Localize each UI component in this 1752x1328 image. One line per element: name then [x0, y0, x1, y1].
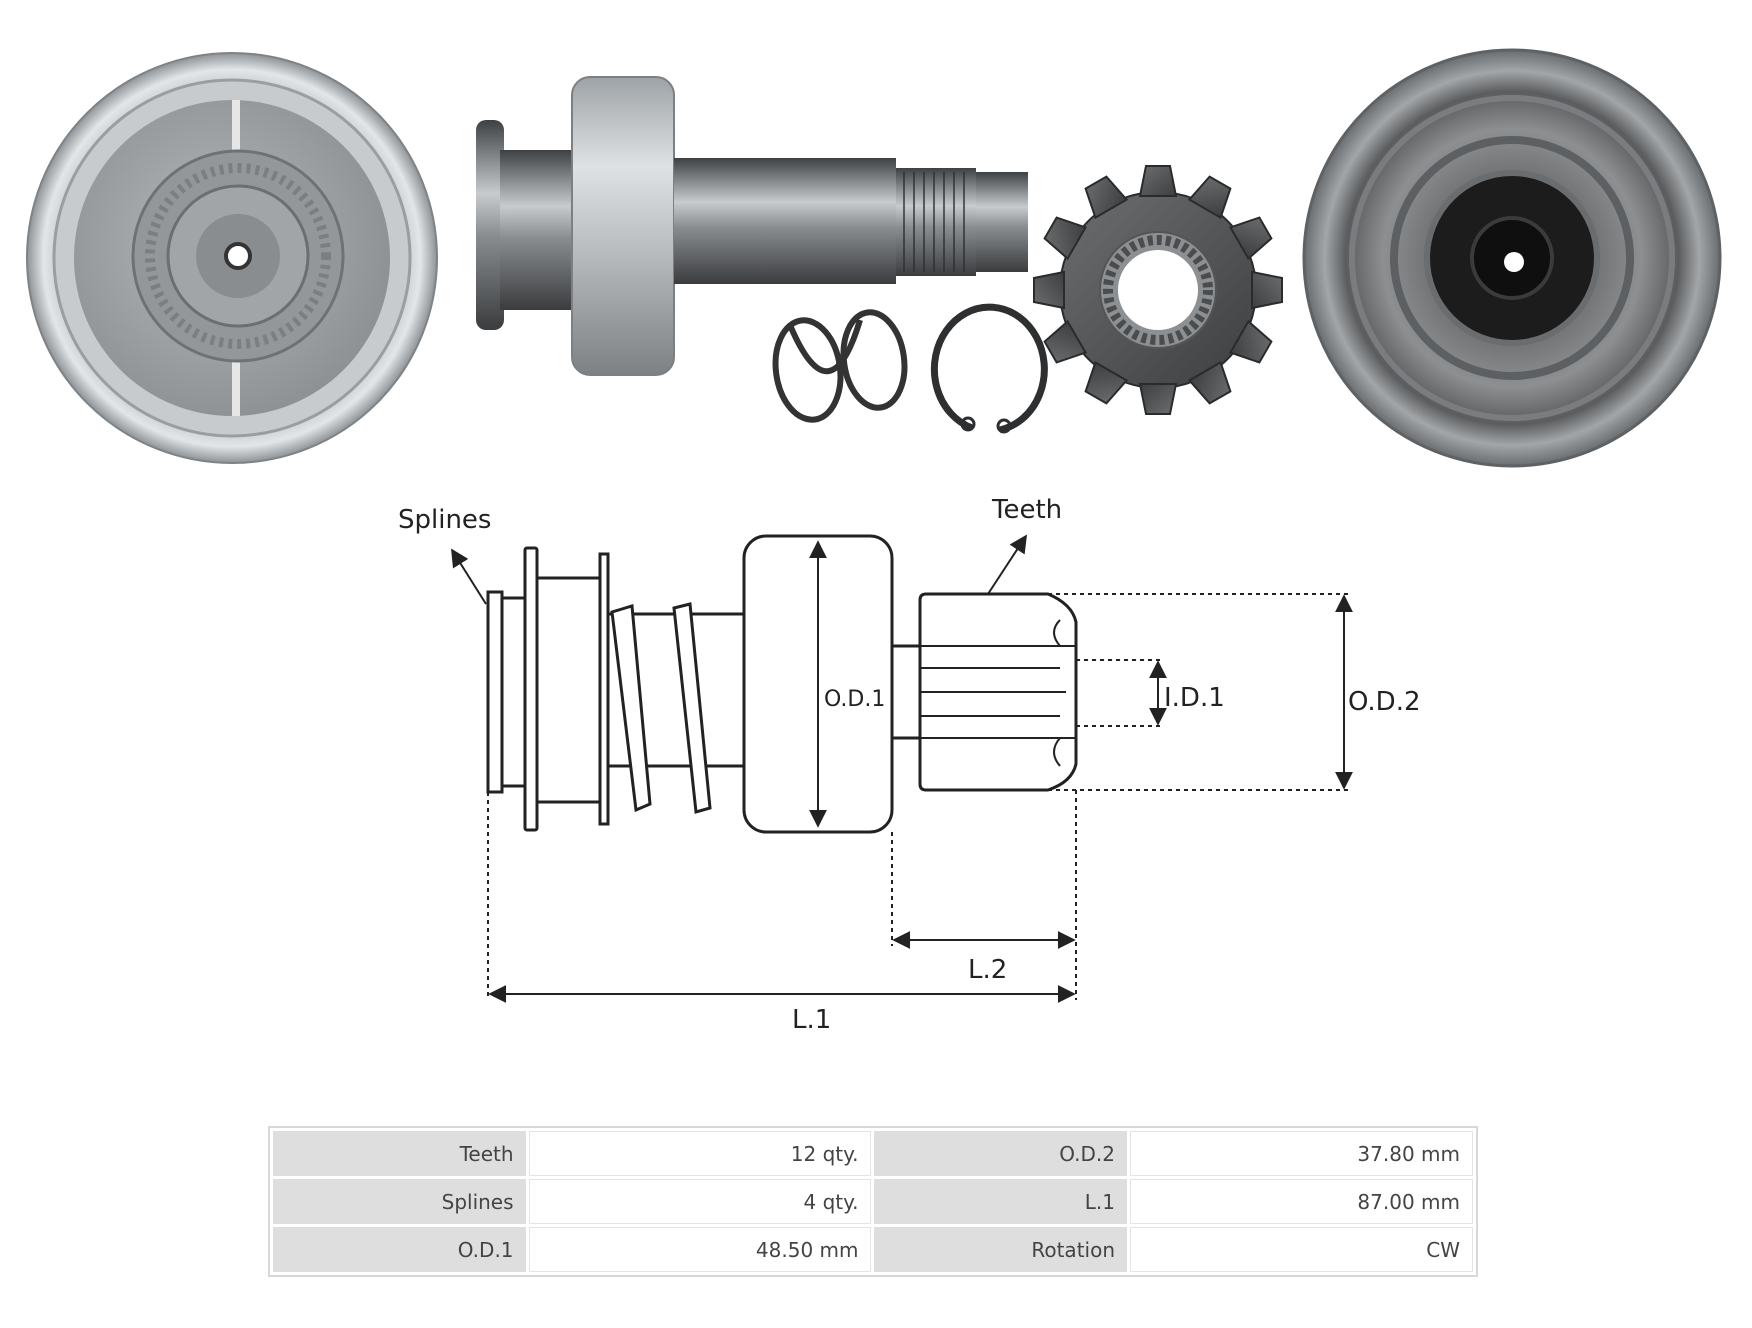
technical-diagram: O.D.1 I.D.1 O.D.2 L.2 L.1 Splines Teeth [398, 495, 1421, 1035]
table-row: Splines 4 qty. L.1 87.00 mm [273, 1179, 1473, 1224]
label-l1: L.1 [792, 1005, 831, 1035]
spec-value-teeth: 12 qty. [528, 1131, 872, 1176]
label-id1: I.D.1 [1164, 683, 1225, 713]
pinion-gear-photo [1033, 165, 1283, 415]
label-splines: Splines [398, 505, 491, 535]
drive-rear-photo [1302, 48, 1722, 468]
spec-value-od1: 48.50 mm [528, 1227, 872, 1272]
spec-value-splines: 4 qty. [528, 1179, 872, 1224]
spec-label-teeth: Teeth [273, 1131, 526, 1176]
label-teeth: Teeth [991, 495, 1062, 525]
retaining-ring-photo [930, 303, 1048, 434]
spec-value-rotation: CW [1130, 1227, 1473, 1272]
spec-value-l1: 87.00 mm [1130, 1179, 1473, 1224]
spec-label-splines: Splines [273, 1179, 526, 1224]
spec-label-rotation: Rotation [874, 1227, 1128, 1272]
splines-flange [486, 590, 504, 794]
spec-label-od1: O.D.1 [273, 1227, 526, 1272]
label-l2: L.2 [968, 955, 1007, 985]
label-od1: O.D.1 [824, 687, 885, 712]
label-od2: O.D.2 [1348, 687, 1421, 717]
product-photos [26, 48, 1722, 468]
spring-coils [610, 604, 652, 813]
drive-front-photo [26, 52, 438, 464]
spec-label-l1: L.1 [874, 1179, 1128, 1224]
table-row: Teeth 12 qty. O.D.2 37.80 mm [273, 1131, 1473, 1176]
drive-side-photo [476, 76, 1028, 376]
spec-value-od2: 37.80 mm [1130, 1131, 1473, 1176]
spring-photo [772, 309, 908, 423]
spec-label-od2: O.D.2 [874, 1131, 1128, 1176]
spec-table: Teeth 12 qty. O.D.2 37.80 mm Splines 4 q… [268, 1126, 1478, 1277]
table-row: O.D.1 48.50 mm Rotation CW [273, 1227, 1473, 1272]
